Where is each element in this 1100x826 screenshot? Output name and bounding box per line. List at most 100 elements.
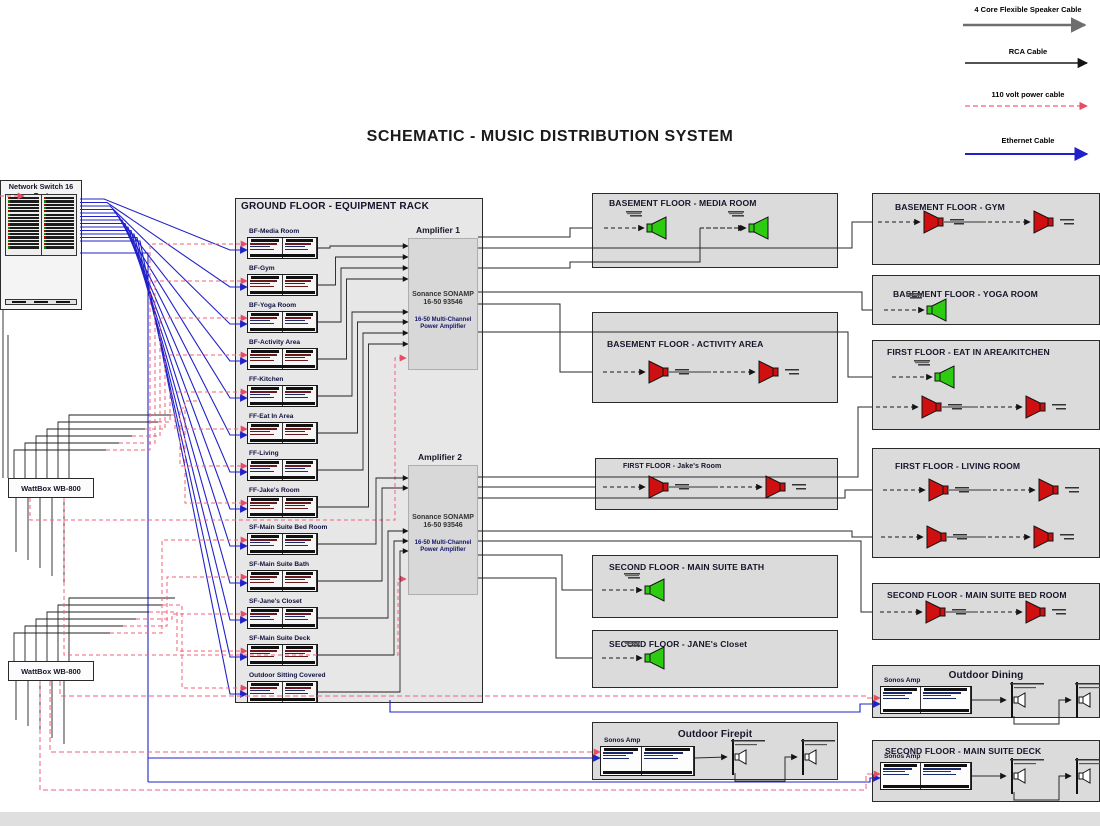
- rack-module: [247, 385, 318, 407]
- wattbox-cable: [68, 414, 171, 478]
- ethernet-run: [80, 226, 248, 550]
- rack-module: [247, 681, 318, 703]
- legend-ethernet-cable-label: Ethernet Cable: [1001, 136, 1055, 145]
- wattbox-cable: [57, 421, 158, 478]
- wattbox-cable: [57, 604, 162, 661]
- legend-rca-cable-label: RCA Cable: [1008, 47, 1048, 56]
- ethernet-run: [80, 215, 248, 439]
- wattbox-1: WattBox WB-800: [8, 478, 94, 498]
- ethernet-run: [80, 229, 248, 587]
- rack-module-label: FF-Jake's Room: [249, 487, 300, 494]
- zone-first-jakes-room: FIRST FLOOR - Jake's Room: [595, 458, 838, 510]
- rack-module-label: FF-Eat In Area: [249, 413, 294, 420]
- rack-module-label: BF-Yoga Room: [249, 302, 297, 309]
- rack-module: [247, 570, 318, 592]
- wattbox-cable: [13, 632, 110, 661]
- power-run: [132, 314, 248, 437]
- page-edge: [0, 812, 1100, 826]
- zone-basement-media-room: BASEMENT FLOOR - MEDIA ROOM: [592, 193, 838, 268]
- power-run: [145, 351, 248, 430]
- switch-port-grid: [5, 194, 77, 256]
- zone-title: BASEMENT FLOOR - MEDIA ROOM: [609, 198, 757, 208]
- switch-footer: [5, 299, 77, 305]
- rack-module-label: BF-Activity Area: [249, 339, 301, 346]
- zone-basement-gym: BASEMENT FLOOR - GYM: [872, 193, 1100, 265]
- rack-module: [247, 422, 318, 444]
- rack-module-label: SF-Main Suite Bed Room: [249, 524, 328, 531]
- ethernet-run: [80, 240, 248, 698]
- switch-port-column: [6, 195, 42, 255]
- ethernet-run: [80, 208, 248, 365]
- rack-module: [247, 644, 318, 666]
- speaker-cable-run: [478, 554, 592, 591]
- rack-module-label: FF-Kitchen: [249, 376, 284, 383]
- wattbox-2: WattBox WB-800: [8, 661, 94, 681]
- ethernet-run: [80, 212, 248, 402]
- speaker-cable-run: [478, 303, 592, 373]
- zone-second-janes-closet: SECOND FLOOR - JANE's Closet: [592, 630, 838, 688]
- power-run: [119, 277, 248, 444]
- ethernet-run: [80, 219, 248, 476]
- ethernet-run: [80, 201, 248, 291]
- zone-title: SECOND FLOOR - JANE's Closet: [609, 639, 748, 649]
- speaker-cable-run: [478, 291, 872, 311]
- wattbox-cable: [24, 625, 123, 661]
- sonos-amp: [880, 762, 972, 790]
- zone-title: SECOND FLOOR - MAIN SUITE DECK: [885, 746, 1042, 756]
- zone-title: SECOND FLOOR - MAIN SUITE BED ROOM: [887, 590, 1067, 600]
- sonos-amp: [880, 686, 972, 714]
- page-title: SCHEMATIC - MUSIC DISTRIBUTION SYSTEM: [366, 128, 734, 145]
- zone-basement-yoga-room: BASEMENT FLOOR - YOGA ROOM: [872, 275, 1100, 325]
- amplifier-2: Sonance SONAMP 16-50 93546 16-50 Multi-C…: [408, 465, 478, 595]
- rack-module-label: Outdoor Sitting Covered: [249, 672, 326, 679]
- power-run: [158, 388, 248, 423]
- ethernet-trunk: [80, 252, 149, 782]
- zone-title: FIRST FLOOR - EAT IN AREA/KITCHEN: [887, 347, 1050, 357]
- rack-module-label: FF-Living: [249, 450, 279, 457]
- power-run: [136, 610, 248, 620]
- wattbox-cable: [24, 442, 119, 478]
- amplifier-2-desc: 16-50 Multi-Channel Power Amplifier: [414, 540, 472, 553]
- ethernet-run: [80, 205, 248, 328]
- wattbox-cable: [68, 597, 175, 661]
- rack-module: [247, 607, 318, 629]
- zone-first-living-room: FIRST FLOOR - LIVING ROOM: [872, 448, 1100, 558]
- sonos-amp: [600, 746, 695, 776]
- speaker-cable-run: [478, 577, 592, 659]
- sonos-amp-label: Sonos Amp: [884, 753, 921, 760]
- power-run: [123, 573, 248, 627]
- rack-module: [247, 533, 318, 555]
- legend-power-cable-label: 110 volt power cable: [991, 90, 1065, 99]
- zone-basement-activity-area: BASEMENT FLOOR - ACTIVITY AREA: [592, 312, 838, 403]
- ethernet-run: [80, 233, 248, 624]
- amplifier-1-desc: 16-50 Multi-Channel Power Amplifier: [414, 317, 472, 330]
- rack-module-label: BF-Gym: [249, 265, 275, 272]
- rack-module-label: SF-Main Suite Deck: [249, 635, 311, 642]
- rack-module: [247, 237, 318, 259]
- zone-first-eat-in-kitchen: FIRST FLOOR - EAT IN AREA/KITCHEN: [872, 340, 1100, 430]
- sonos-amp-label: Sonos Amp: [604, 737, 641, 744]
- rack-module: [247, 459, 318, 481]
- speaker-cable-run: [478, 227, 592, 238]
- zone-title: BASEMENT FLOOR - GYM: [895, 202, 1005, 212]
- zone-second-main-suite-bath: SECOND FLOOR - MAIN SUITE BATH: [592, 555, 838, 618]
- amplifier-1-name: Amplifier 1: [416, 225, 460, 235]
- wattbox-cable: [46, 611, 149, 661]
- zone-title: FIRST FLOOR - Jake's Room: [623, 463, 722, 470]
- speaker-cable-run: [478, 530, 872, 538]
- amplifier-1-model: Sonance SONAMP 16-50 93546: [412, 291, 474, 306]
- amplifier-1: Sonance SONAMP 16-50 93546 16-50 Multi-C…: [408, 238, 478, 370]
- zone-title: Outdoor Dining: [948, 670, 1024, 681]
- zone-title: FIRST FLOOR - LIVING ROOM: [895, 461, 1021, 471]
- sonos-amp-label: Sonos Amp: [884, 677, 921, 684]
- zone-title: SECOND FLOOR - MAIN SUITE BATH: [609, 562, 765, 572]
- equipment-rack-title: GROUND FLOOR - EQUIPMENT RACK: [241, 201, 430, 212]
- power-run: [110, 536, 248, 634]
- ethernet-run: [80, 222, 248, 513]
- rack-module-label: BF-Media Room: [249, 228, 300, 235]
- wattbox-cable: [46, 428, 145, 478]
- zone-second-main-suite-bed-room: SECOND FLOOR - MAIN SUITE BED ROOM: [872, 583, 1100, 640]
- zone-title: BASEMENT FLOOR - YOGA ROOM: [893, 289, 1038, 299]
- ethernet-run: [80, 236, 248, 661]
